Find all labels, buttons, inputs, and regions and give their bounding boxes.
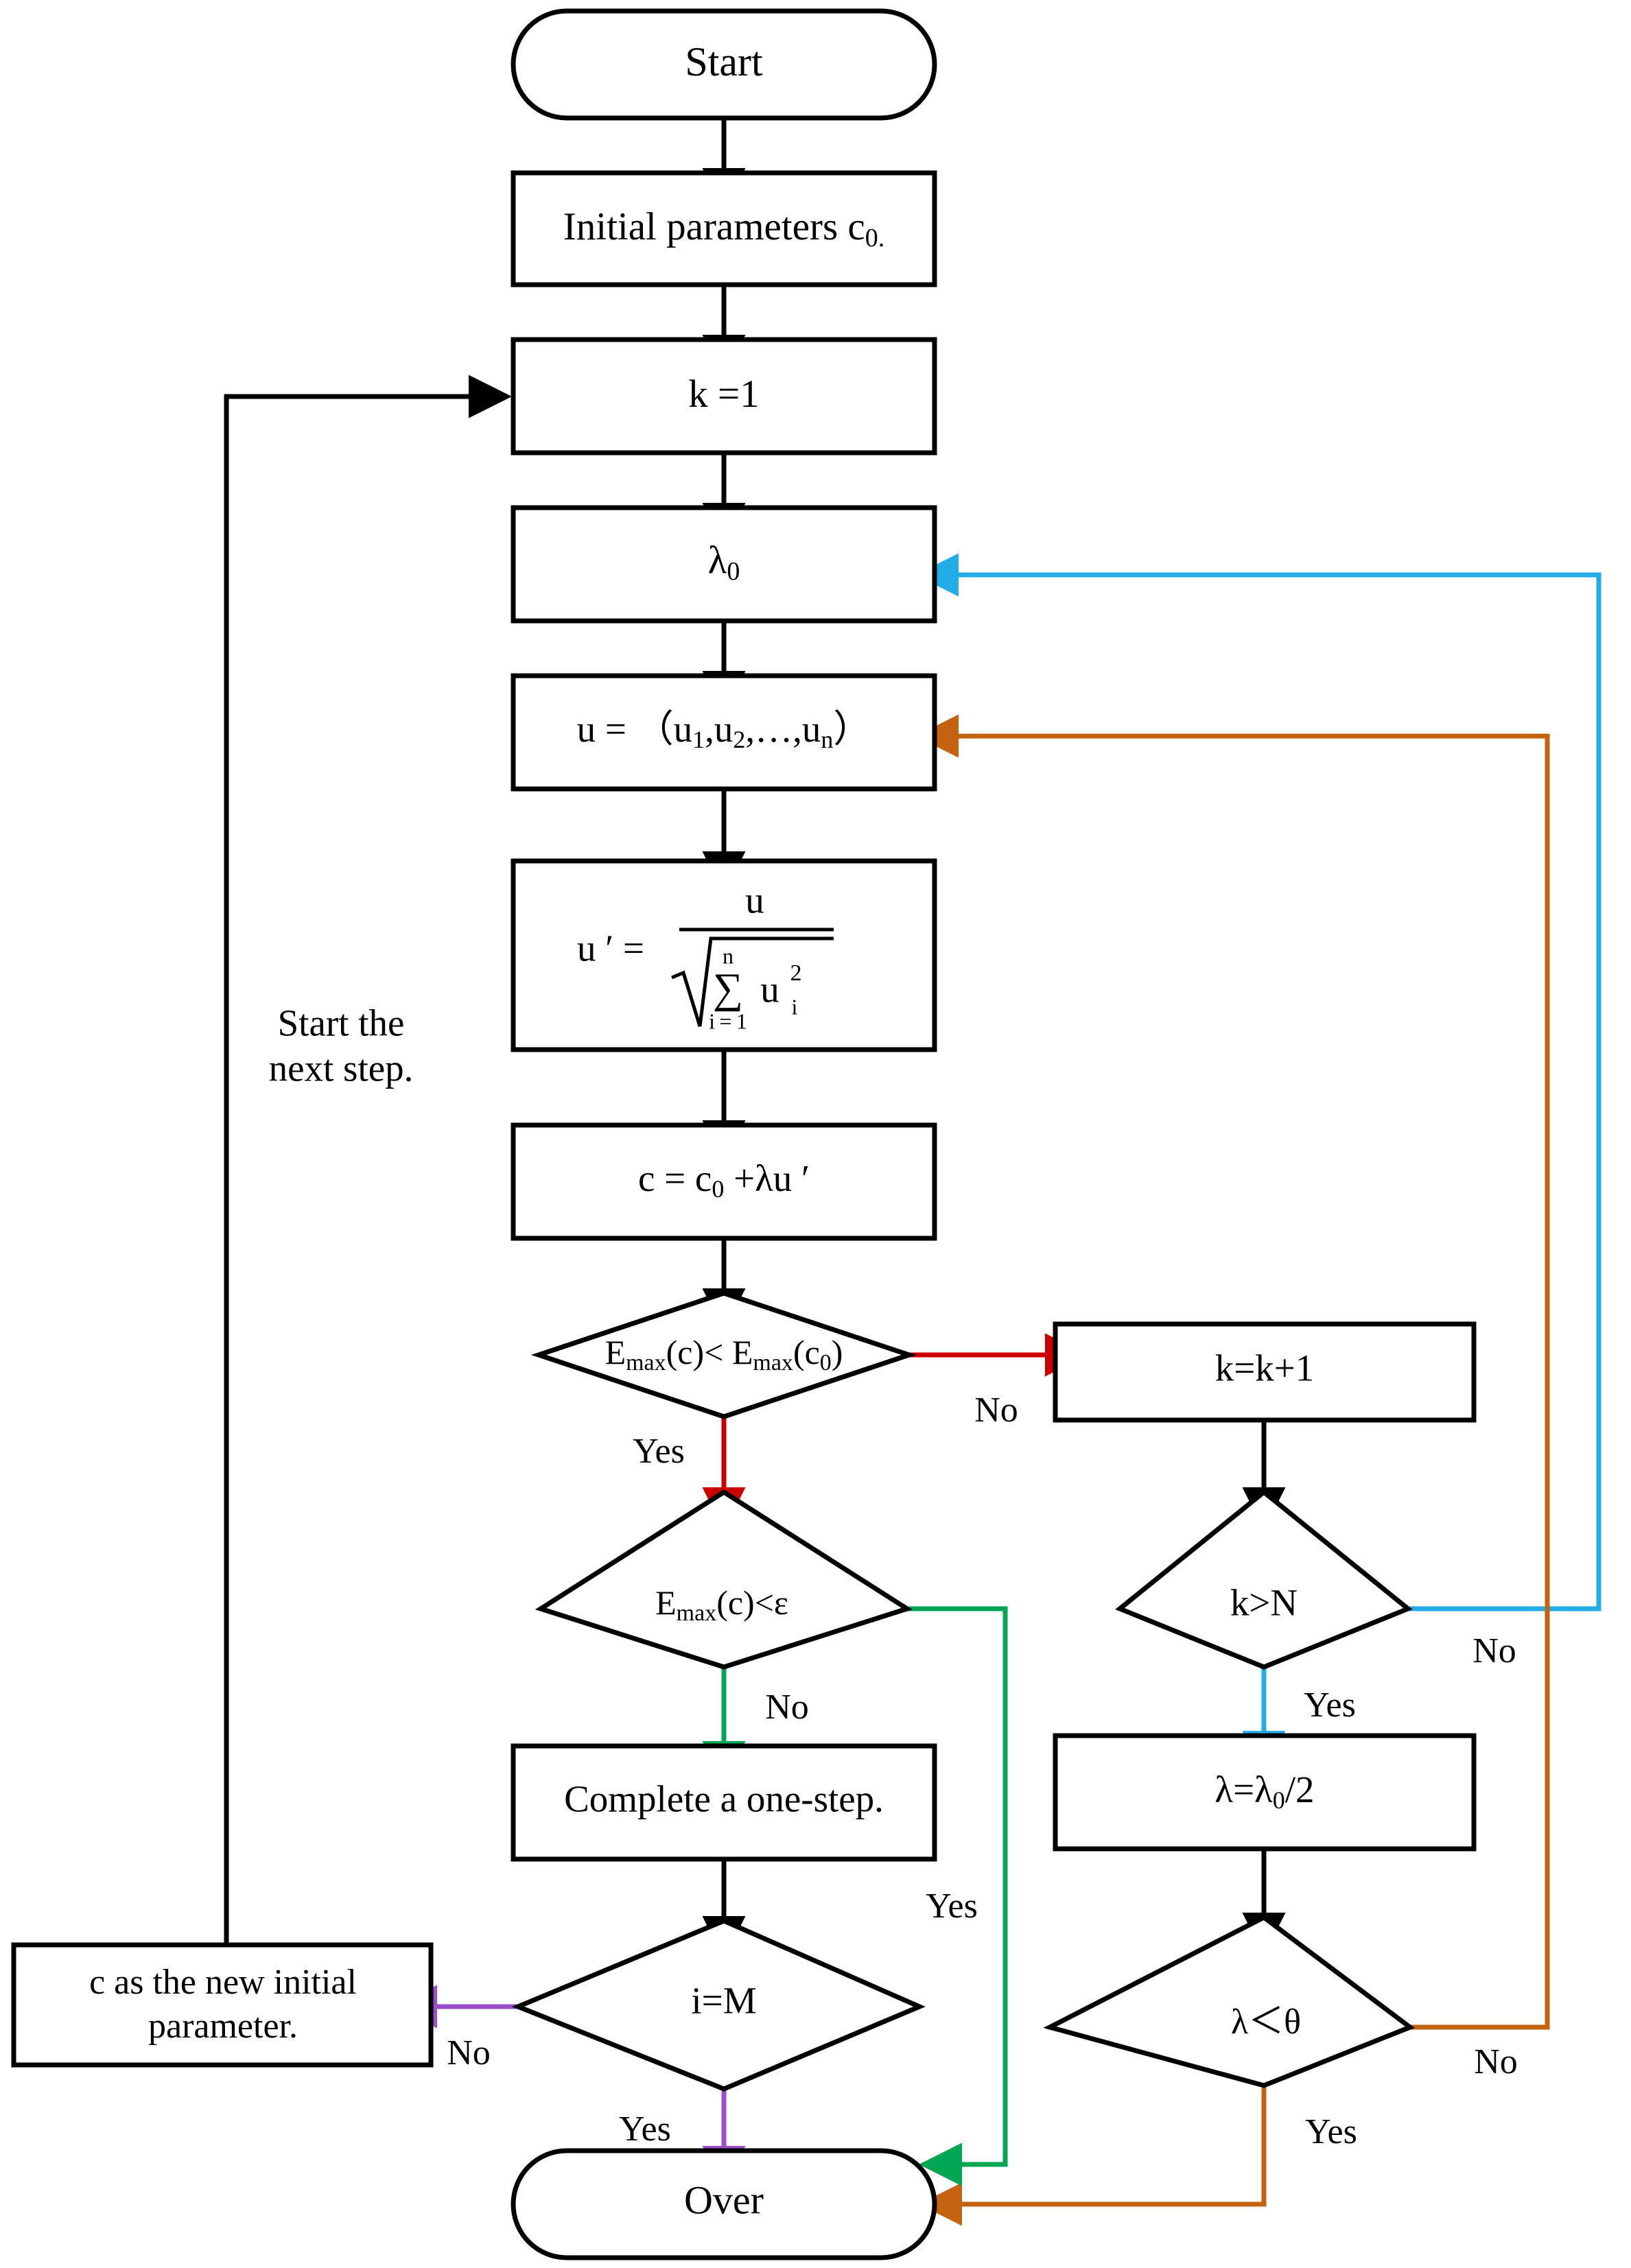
start-label: Start xyxy=(685,39,763,84)
u-normalized-box xyxy=(511,858,937,1052)
edge-label-emaxcmp-yes: Yes xyxy=(633,1432,685,1471)
edge-newinit-to-k1 xyxy=(224,375,512,1945)
node-decision-emax-compare[interactable]: Emax(c)< Emax(c0) xyxy=(530,1290,917,1419)
edge-label-emaxeps-yes: Yes xyxy=(926,1887,978,1926)
node-decision-emax-epsilon[interactable]: Emax(c)<ε xyxy=(535,1489,913,1670)
c-update-box xyxy=(511,1122,937,1241)
u-normalized-numerator: u xyxy=(745,879,764,921)
decision-emax-compare-label: Emax(c)< Emax(c0) xyxy=(605,1333,843,1375)
summation-icon: ∑ xyxy=(713,965,743,1012)
over-terminator-shape xyxy=(511,2148,937,2260)
edge-label-kn-no: No xyxy=(1472,1631,1516,1670)
initial-parameters-label: Initial parameters c0. xyxy=(563,205,884,252)
edge-emaxeps-yes-to-over xyxy=(907,1606,1008,2186)
edge-lth-yes-to-over xyxy=(919,2086,1267,2226)
node-c-update[interactable]: c = c0 +λu ′ xyxy=(511,1122,937,1241)
decision-i-equals-m-label: i=M xyxy=(691,1980,756,2022)
node-k-equals-1[interactable]: k =1 xyxy=(511,337,937,456)
edge-label-im-yes: Yes xyxy=(619,2110,671,2149)
edge-label-lth-yes: Yes xyxy=(1305,2112,1357,2151)
node-start[interactable]: Start xyxy=(511,8,937,121)
edge-label-emaxeps-no: No xyxy=(765,1688,809,1727)
complete-one-step-box xyxy=(511,1743,937,1862)
u-normalized-lhs: u ′ = xyxy=(577,928,644,969)
new-initial-parameter-line2: parameter. xyxy=(148,2007,298,2046)
start-terminator-shape xyxy=(511,8,937,121)
edge-kn-no-to-lambda0 xyxy=(915,553,1601,1611)
edge-label-im-no: No xyxy=(447,2033,491,2072)
annotation-next-step-line1: Start the xyxy=(278,1002,405,1044)
node-new-initial-parameter[interactable]: c as the new initial parameter. xyxy=(11,1942,434,2068)
node-complete-one-step[interactable]: Complete a one-step. xyxy=(511,1743,937,1862)
node-u-normalized[interactable]: u ′ = u n ∑ i = 1 u i 2 xyxy=(511,858,937,1052)
node-over[interactable]: Over xyxy=(511,2148,937,2260)
new-initial-parameter-line1: c as the new initial xyxy=(89,1963,357,2002)
over-label: Over xyxy=(684,2177,764,2222)
decision-lambda-lt-theta-label: λ＜θ xyxy=(1231,2003,1301,2042)
node-lambda0[interactable]: λ0 xyxy=(511,505,937,624)
decision-k-gt-n-shape xyxy=(1115,1489,1413,1670)
u-normalized-term-sup: 2 xyxy=(790,960,802,986)
k-increment-label: k=k+1 xyxy=(1215,1347,1315,1389)
lambda0-label: λ0 xyxy=(708,539,740,586)
edge-label-kn-yes: Yes xyxy=(1304,1686,1356,1725)
node-decision-k-gt-n[interactable]: k>N xyxy=(1115,1489,1413,1670)
complete-one-step-label: Complete a one-step. xyxy=(564,1778,884,1820)
annotation-next-step: Start the next step. xyxy=(269,1002,414,1089)
initial-parameters-box xyxy=(511,170,937,287)
annotation-next-step-line2: next step. xyxy=(269,1048,414,1089)
node-lambda-halve[interactable]: λ=λ0/2 xyxy=(1053,1733,1477,1852)
node-k-increment[interactable]: k=k+1 xyxy=(1053,1321,1477,1423)
decision-emax-compare-shape xyxy=(530,1290,917,1419)
decision-i-equals-m-shape xyxy=(511,1918,926,2092)
decision-emax-epsilon-shape xyxy=(535,1489,913,1670)
k-increment-box xyxy=(1053,1321,1477,1423)
u-normalized-term-sub: i xyxy=(792,994,798,1019)
node-u-vector[interactable]: u = （u1,u2,…,un） xyxy=(511,673,937,792)
u-vector-label: u = （u1,u2,…,un） xyxy=(577,708,871,754)
lambda-halve-box xyxy=(1053,1733,1477,1852)
new-initial-parameter-box xyxy=(11,1942,434,2068)
radical-icon xyxy=(671,936,834,1027)
sum-lower-limit: i = 1 xyxy=(709,1008,747,1033)
k-equals-1-label: k =1 xyxy=(688,373,759,416)
edge-lth-no-to-uvec xyxy=(915,714,1550,2030)
decision-lambda-lt-theta-shape xyxy=(1043,1914,1416,2088)
edge-label-emaxcmp-no: No xyxy=(974,1391,1018,1430)
u-normalized-term: u xyxy=(760,969,779,1011)
node-decision-lambda-lt-theta[interactable]: λ＜θ xyxy=(1043,1914,1416,2088)
decision-emax-epsilon-label: Emax(c)<ε xyxy=(655,1583,788,1625)
decision-k-gt-n-label: k>N xyxy=(1230,1582,1298,1624)
k-equals-1-box xyxy=(511,337,937,456)
lambda-halve-label: λ=λ0/2 xyxy=(1215,1769,1314,1815)
lambda0-box xyxy=(511,505,937,624)
node-initial-parameters[interactable]: Initial parameters c0. xyxy=(511,170,937,287)
c-update-label: c = c0 +λu ′ xyxy=(638,1157,810,1203)
edge-label-lth-no: No xyxy=(1474,2042,1518,2081)
node-decision-i-equals-m[interactable]: i=M xyxy=(511,1918,926,2092)
sum-upper-limit: n xyxy=(723,943,734,968)
u-vector-box xyxy=(511,673,937,792)
